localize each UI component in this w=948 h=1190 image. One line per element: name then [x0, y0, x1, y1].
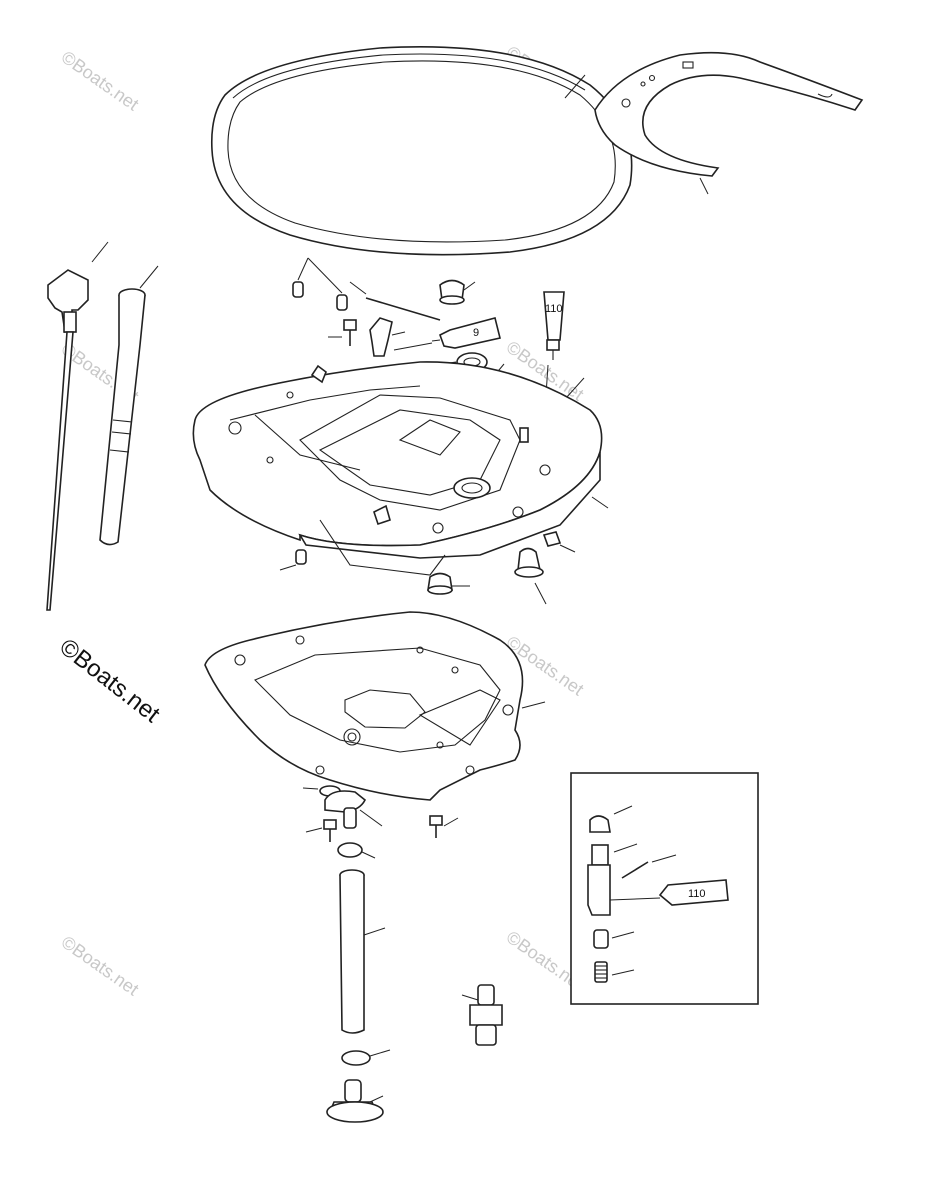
adapter-gasket — [594, 51, 864, 177]
dowel-pins — [292, 281, 348, 311]
dipstick — [46, 269, 89, 611]
inset-box: 110 — [570, 772, 759, 1005]
adapter-plate — [192, 361, 603, 576]
cowl-seal — [210, 46, 633, 256]
sealant-tube-9: 9 — [431, 317, 501, 349]
sealant-tube-110: 110 — [543, 291, 565, 360]
grommet — [439, 279, 465, 305]
tube-110-label: 110 — [545, 303, 563, 315]
exhaust-gasket — [204, 611, 524, 801]
watermark: ©Boats.net — [58, 932, 143, 1000]
oil-grommet — [427, 572, 453, 595]
watermark: ©Boats.net — [58, 47, 143, 115]
dowel-pin — [295, 549, 307, 565]
nut — [542, 531, 562, 547]
tube-9-label: 9 — [473, 327, 479, 339]
water-fitting — [469, 984, 503, 1046]
bottom-valve — [326, 1079, 384, 1123]
inset-tube-label: 110 — [688, 888, 706, 900]
water-tube — [337, 842, 371, 1066]
dipstick-tube — [99, 288, 146, 546]
screw-left — [323, 819, 337, 842]
screw-right — [429, 815, 443, 838]
bolt-and-fitting — [343, 317, 393, 357]
pickup-cover — [324, 790, 367, 829]
watermark-main: ©Boats.net — [54, 633, 165, 728]
drain-fitting — [514, 547, 544, 578]
